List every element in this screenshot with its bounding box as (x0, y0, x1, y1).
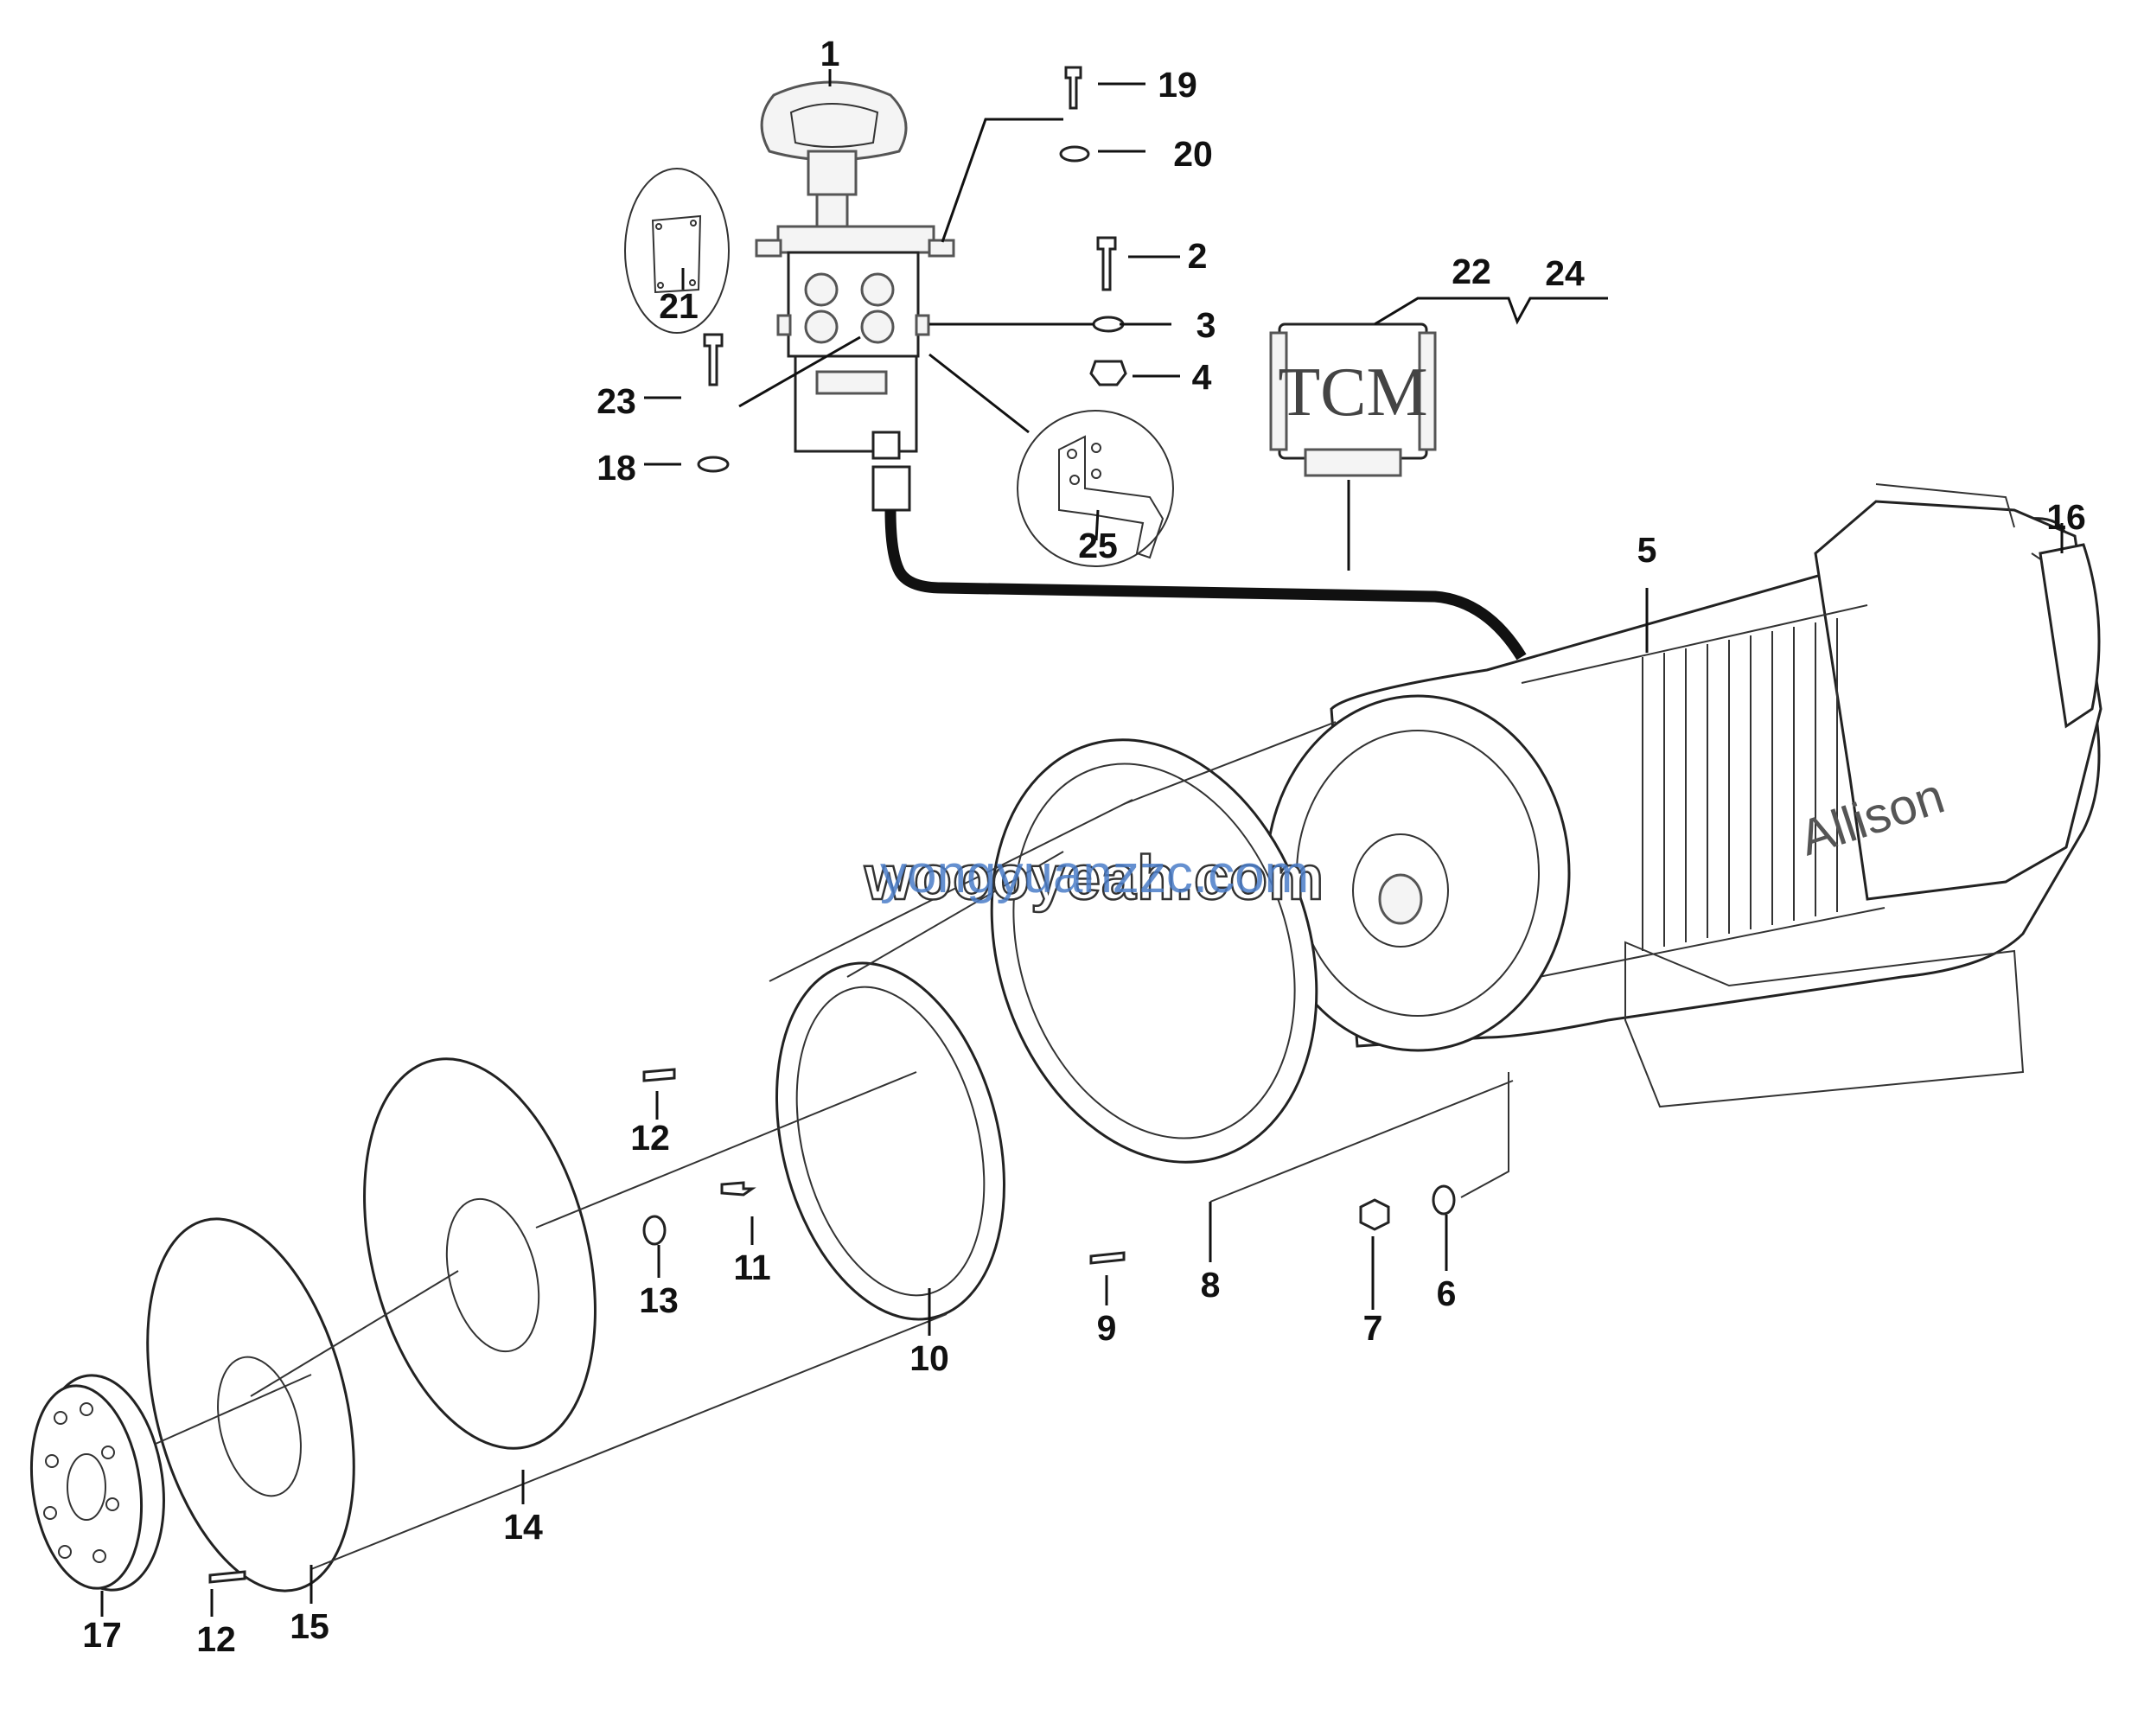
callout-10: 10 (909, 1338, 949, 1378)
callout-21: 21 (659, 286, 699, 326)
callout-24: 24 (1545, 253, 1585, 293)
callout-3: 3 (1196, 305, 1216, 345)
callout-7: 7 (1363, 1308, 1383, 1348)
watermark-overlay: yongyuanzzc.com (880, 845, 1309, 904)
tcm-label: TCM (1278, 354, 1427, 431)
callout-5: 5 (1637, 530, 1657, 570)
callout-12-lower: 12 (196, 1619, 236, 1659)
gasket-detail (624, 168, 730, 334)
callout-18: 18 (597, 448, 636, 488)
flex-plate (363, 1057, 597, 1450)
callout-19: 19 (1158, 65, 1197, 105)
callout-9: 9 (1097, 1308, 1117, 1348)
callout-12: 12 (630, 1118, 670, 1158)
flex-plate-2 (146, 1217, 355, 1592)
bracket-detail (1017, 410, 1174, 567)
callout-17: 17 (82, 1615, 122, 1655)
callout-4: 4 (1192, 357, 1212, 397)
callout-20: 20 (1173, 134, 1213, 174)
leader-lines (100, 69, 2064, 1617)
callout-14: 14 (503, 1507, 543, 1547)
transmission: Allison (1265, 483, 2103, 1108)
shift-selector (755, 80, 955, 460)
hub (29, 1374, 165, 1592)
fasteners (208, 66, 1456, 1584)
wiring-harness (871, 465, 1527, 661)
callout-13: 13 (639, 1280, 679, 1320)
callout-23: 23 (597, 381, 636, 421)
callout-16: 16 (2046, 497, 2086, 537)
adapter-ring-small (775, 961, 1005, 1321)
callout-15: 15 (290, 1606, 329, 1646)
watermark-primary: woooyeah.com (864, 844, 1324, 913)
callout-25: 25 (1078, 526, 1118, 565)
callout-numbers: 1 2 3 4 5 6 7 8 9 10 11 12 13 14 15 16 1… (82, 34, 2086, 1659)
callout-8: 8 (1201, 1265, 1221, 1305)
callout-11: 11 (733, 1248, 770, 1287)
adapter-ring-large (990, 738, 1318, 1164)
watermark: woooyeah.com yongyuanzzc.com (863, 843, 1325, 915)
callout-1: 1 (820, 34, 840, 73)
callout-2: 2 (1188, 236, 1208, 276)
callout-22: 22 (1452, 252, 1491, 291)
callout-6: 6 (1437, 1273, 1457, 1313)
alignment-lines (155, 721, 1514, 1570)
tcm-module: TCM (1269, 322, 1437, 477)
